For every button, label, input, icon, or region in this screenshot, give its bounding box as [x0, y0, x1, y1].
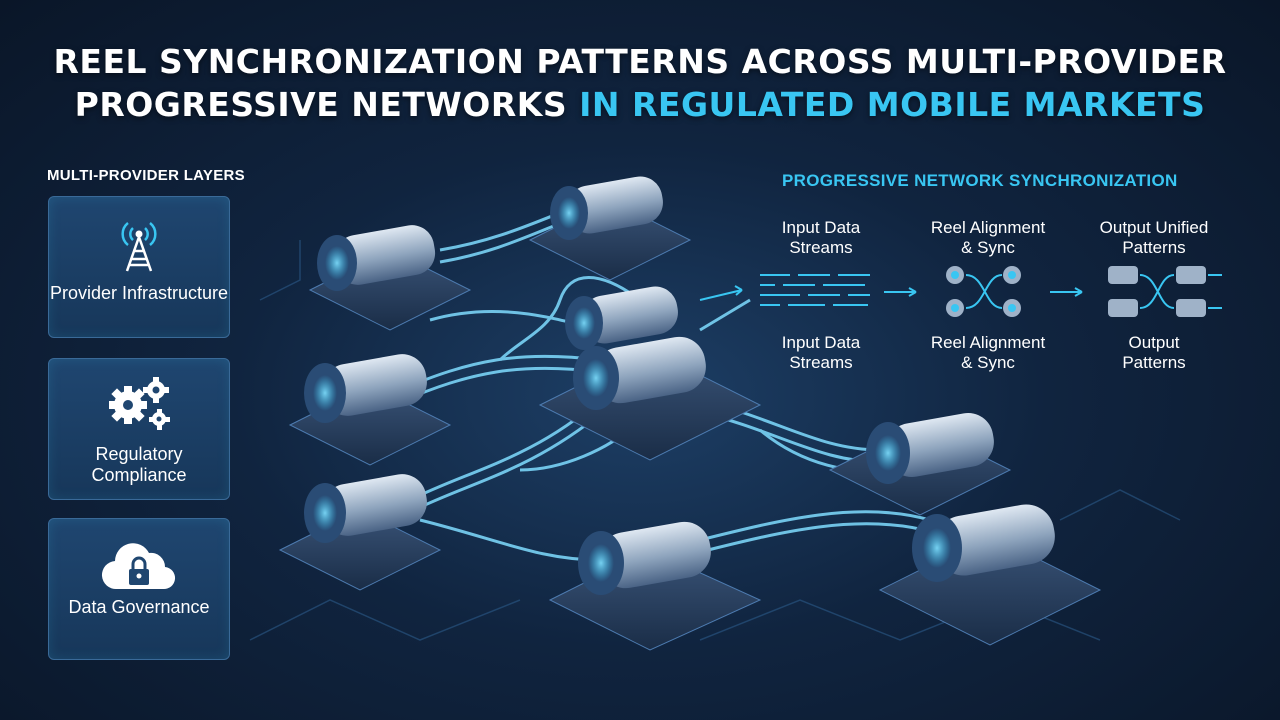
- sync-top-output-label: Output Unified Patterns: [1099, 218, 1209, 257]
- title-line-2-accent: IN REGULATED MOBILE MARKETS: [579, 85, 1206, 124]
- sync-bottom-input-label: Input Data Streams: [781, 333, 861, 372]
- cloud-lock-icon: [49, 541, 229, 597]
- sync-top-alignment-label: Reel Alignment & Sync: [930, 218, 1046, 257]
- sync-bottom-alignment-label: Reel Alignment & Sync: [930, 333, 1046, 372]
- title-line-1: REEL SYNCHRONIZATION PATTERNS ACROSS MUL…: [53, 42, 1227, 81]
- layer-label-data-governance: Data Governance: [68, 597, 210, 617]
- cell-tower-icon: [49, 213, 229, 273]
- layer-label-regulatory-compliance: Regulatory Compliance: [91, 444, 187, 485]
- input-stream-lines: [760, 274, 870, 306]
- layer-card-data-governance: Data Governance: [48, 518, 230, 660]
- layers-heading: MULTI-PROVIDER LAYERS: [47, 167, 245, 184]
- title-line-2-main: PROGRESSIVE NETWORKS: [74, 85, 568, 124]
- layer-label-provider-infrastructure: Provider Infrastructure: [49, 283, 229, 303]
- sync-bottom-output-label: Output Patterns: [1122, 333, 1186, 372]
- sync-top-input-label: Input Data Streams: [781, 218, 861, 257]
- alignment-reels-icon: [946, 266, 1021, 317]
- sync-heading: PROGRESSIVE NETWORK SYNCHRONIZATION: [782, 171, 1178, 190]
- reel-drums: [304, 176, 1055, 595]
- gears-icon: [49, 373, 229, 435]
- layer-card-regulatory-compliance: Regulatory Compliance: [48, 358, 230, 500]
- layer-card-provider-infrastructure: Provider Infrastructure: [48, 196, 230, 338]
- title-line-2: PROGRESSIVE NETWORKS IN REGULATED MOBILE…: [0, 85, 1280, 124]
- output-reels-icon: [1108, 266, 1222, 317]
- sync-flow-graphics: [699, 266, 1222, 317]
